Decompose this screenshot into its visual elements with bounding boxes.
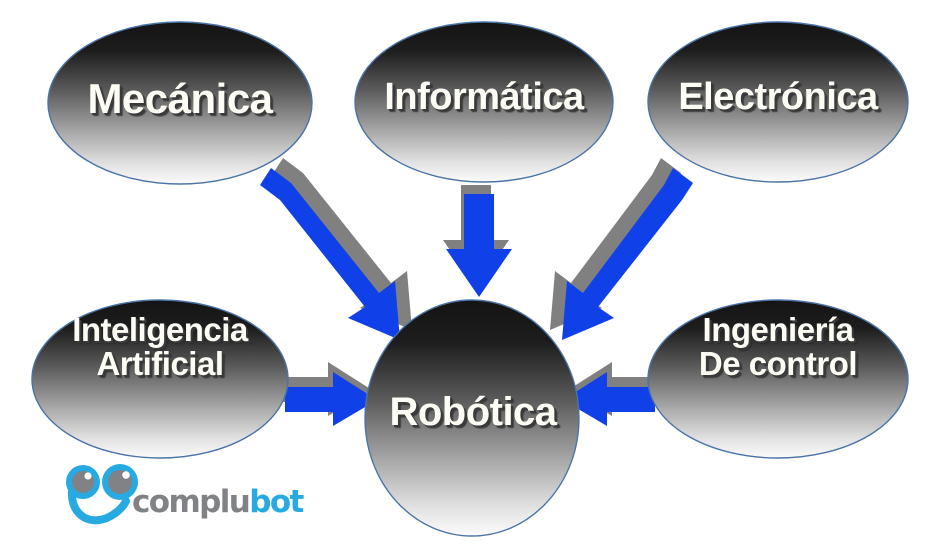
complubot-logo[interactable]: complubot: [58, 462, 304, 534]
arrow-ingenieria-robotica: [563, 370, 655, 426]
logo-word-bot: bot: [249, 484, 304, 520]
node-ingenieria-de-control[interactable]: [647, 299, 909, 459]
complubot-wordmark: complubot: [132, 484, 304, 520]
smiley-face-icon: [66, 464, 138, 525]
node-robotica[interactable]: [364, 299, 580, 537]
node-informatica[interactable]: [354, 21, 614, 183]
arrow-electronica-robotica: [562, 168, 693, 340]
node-mecanica[interactable]: [47, 21, 313, 185]
arrow-electronica-robotica-shadow: [550, 158, 681, 330]
node-inteligencia-artificial[interactable]: [31, 299, 289, 459]
logo-word-complu: complu: [132, 484, 251, 520]
arrow-informatica-robotica: [446, 194, 512, 297]
arrow-ia-robotica: [285, 370, 377, 426]
node-electronica[interactable]: [647, 21, 909, 183]
arrow-mecanica-robotica: [260, 168, 400, 340]
diagram-nodes: [31, 21, 909, 537]
arrows: [260, 168, 693, 426]
arrow-mecanica-robotica-shadow: [272, 158, 412, 330]
